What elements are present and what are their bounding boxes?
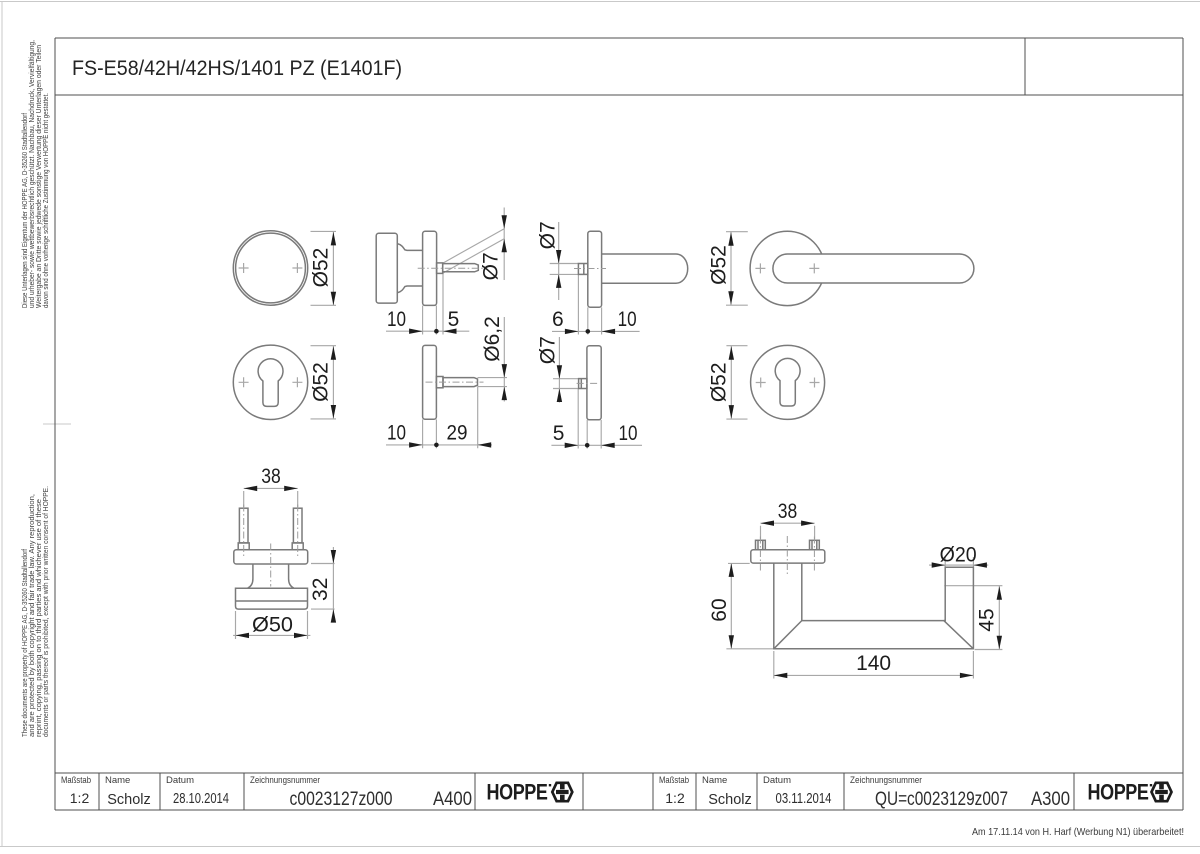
svg-text:60: 60 bbox=[708, 598, 731, 621]
svg-text:Scholz: Scholz bbox=[708, 792, 752, 808]
svg-text:A300: A300 bbox=[1031, 788, 1070, 810]
svg-text:A400: A400 bbox=[433, 788, 472, 810]
svg-text:1:2: 1:2 bbox=[665, 790, 685, 806]
svg-text:1:2: 1:2 bbox=[70, 790, 90, 806]
svg-text:Weitergabe an Dritte sowie jed: Weitergabe an Dritte sowie jedwede sonst… bbox=[34, 45, 43, 308]
svg-text:28.10.2014: 28.10.2014 bbox=[173, 791, 229, 807]
svg-text:5: 5 bbox=[448, 308, 460, 331]
svg-text:Ø52: Ø52 bbox=[707, 245, 730, 285]
svg-text:Ø50: Ø50 bbox=[252, 614, 293, 637]
svg-text:Diese Unterlagen sind Eigentum: Diese Unterlagen sind Eigentum der HOPPE… bbox=[20, 113, 29, 308]
svg-text:Zeichnungsnummer: Zeichnungsnummer bbox=[850, 775, 922, 786]
svg-text:QU=c0023129z007: QU=c0023129z007 bbox=[875, 789, 1008, 810]
svg-text:HOPPE: HOPPE bbox=[1088, 780, 1149, 805]
svg-text:Ø6,2: Ø6,2 bbox=[481, 316, 504, 362]
svg-text:45: 45 bbox=[976, 608, 999, 631]
svg-text:10: 10 bbox=[619, 422, 638, 445]
svg-text:Datum: Datum bbox=[166, 775, 194, 786]
svg-text:Ø7: Ø7 bbox=[480, 252, 503, 280]
svg-text:38: 38 bbox=[261, 465, 281, 488]
svg-text:reprint, copying, passing on t: reprint, copying, passing on to third pa… bbox=[34, 499, 43, 737]
svg-text:38: 38 bbox=[778, 500, 798, 523]
svg-text:These documents are property o: These documents are property of HOPPE AG… bbox=[20, 549, 29, 737]
svg-text:29: 29 bbox=[447, 422, 468, 445]
svg-text:Ø7: Ø7 bbox=[537, 336, 560, 364]
svg-text:documents or parts thereof is: documents or parts thereof is prohibited… bbox=[41, 486, 50, 737]
svg-text:Ø52: Ø52 bbox=[310, 248, 333, 288]
svg-text:c0023127z000: c0023127z000 bbox=[290, 789, 393, 810]
svg-text:Zeichnungsnummer: Zeichnungsnummer bbox=[250, 775, 320, 786]
svg-text:Ø7: Ø7 bbox=[537, 221, 560, 249]
svg-text:Ø20: Ø20 bbox=[940, 544, 977, 567]
svg-text:Maßstab: Maßstab bbox=[659, 775, 689, 786]
svg-text:Name: Name bbox=[702, 775, 727, 786]
svg-text:Am 17.11.14 von H. Harf (Werbu: Am 17.11.14 von H. Harf (Werbung N1) übe… bbox=[972, 826, 1184, 838]
svg-text:6: 6 bbox=[552, 308, 564, 331]
svg-text:10: 10 bbox=[387, 422, 406, 445]
svg-text:HOPPE: HOPPE bbox=[487, 780, 548, 805]
svg-text:Name: Name bbox=[105, 775, 130, 786]
svg-text:Datum: Datum bbox=[763, 775, 791, 786]
svg-text:32: 32 bbox=[309, 578, 332, 601]
svg-text:Ø52: Ø52 bbox=[310, 362, 333, 402]
svg-text:03.11.2014: 03.11.2014 bbox=[776, 791, 832, 807]
svg-text:10: 10 bbox=[618, 308, 637, 331]
svg-text:5: 5 bbox=[553, 422, 565, 445]
svg-text:Ø52: Ø52 bbox=[708, 362, 731, 402]
svg-text:10: 10 bbox=[387, 308, 406, 331]
svg-text:Scholz: Scholz bbox=[107, 792, 151, 808]
svg-text:Maßstab: Maßstab bbox=[61, 775, 91, 786]
svg-text:and are protected by both copy: and are protected by both copyright and … bbox=[27, 494, 36, 737]
svg-text:FS-E58/42H/42HS/1401 PZ (E1401: FS-E58/42H/42HS/1401 PZ (E1401F) bbox=[72, 57, 402, 80]
svg-text:und urheber- sowie wettbewerbs: und urheber- sowie wettbewerbsrechtlich … bbox=[27, 40, 36, 308]
svg-text:davon sind ohne vorherige schr: davon sind ohne vorherige schriftliche Z… bbox=[41, 93, 50, 308]
svg-text:140: 140 bbox=[856, 652, 891, 675]
